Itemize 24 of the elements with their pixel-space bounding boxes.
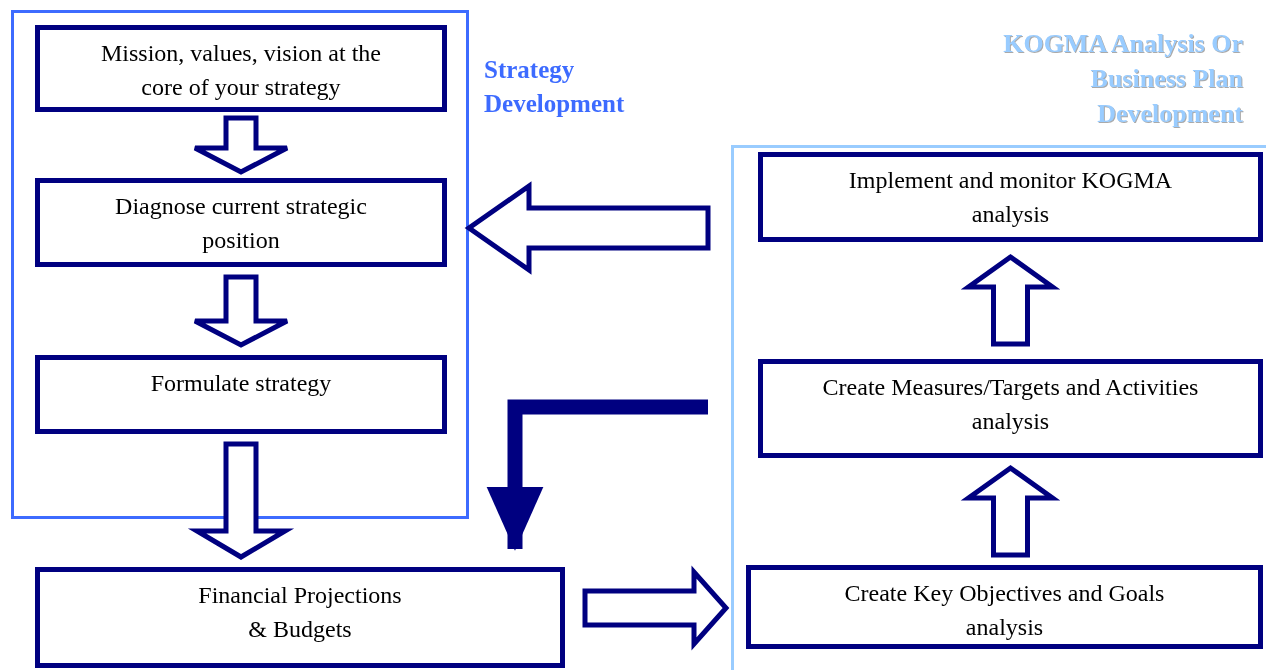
block-arrow xyxy=(192,115,290,175)
process-box xyxy=(758,359,1263,458)
bent-arrow xyxy=(486,399,708,551)
step-label: Diagnose current strategic position xyxy=(114,192,368,255)
block-arrow xyxy=(192,274,290,348)
block-arrow xyxy=(960,253,1061,347)
block-arrow xyxy=(464,181,711,275)
process-box xyxy=(35,355,447,434)
step-label: Create Measures/Targets and Activities analysis xyxy=(821,373,1200,436)
block-arrow xyxy=(582,565,730,651)
process-box xyxy=(35,25,447,112)
step-label: Financial Projections & Budgets xyxy=(197,581,403,644)
process-box xyxy=(746,565,1263,649)
process-box xyxy=(35,178,447,267)
process-box xyxy=(35,567,565,668)
step-label: Mission, values, vision at the core of your strategy xyxy=(100,39,382,102)
block-arrow xyxy=(960,464,1061,558)
block-arrow xyxy=(187,441,295,560)
group-heading: Strategy Development xyxy=(484,55,626,119)
step-label: Formulate strategy xyxy=(150,369,332,398)
group-heading: KOGMA Analysis Or Business Plan Development xyxy=(1002,28,1243,131)
step-label: Implement and monitor KOGMA analysis xyxy=(847,166,1174,229)
process-box xyxy=(758,152,1263,242)
step-label: Create Key Objectives and Goals analysis xyxy=(843,579,1166,642)
